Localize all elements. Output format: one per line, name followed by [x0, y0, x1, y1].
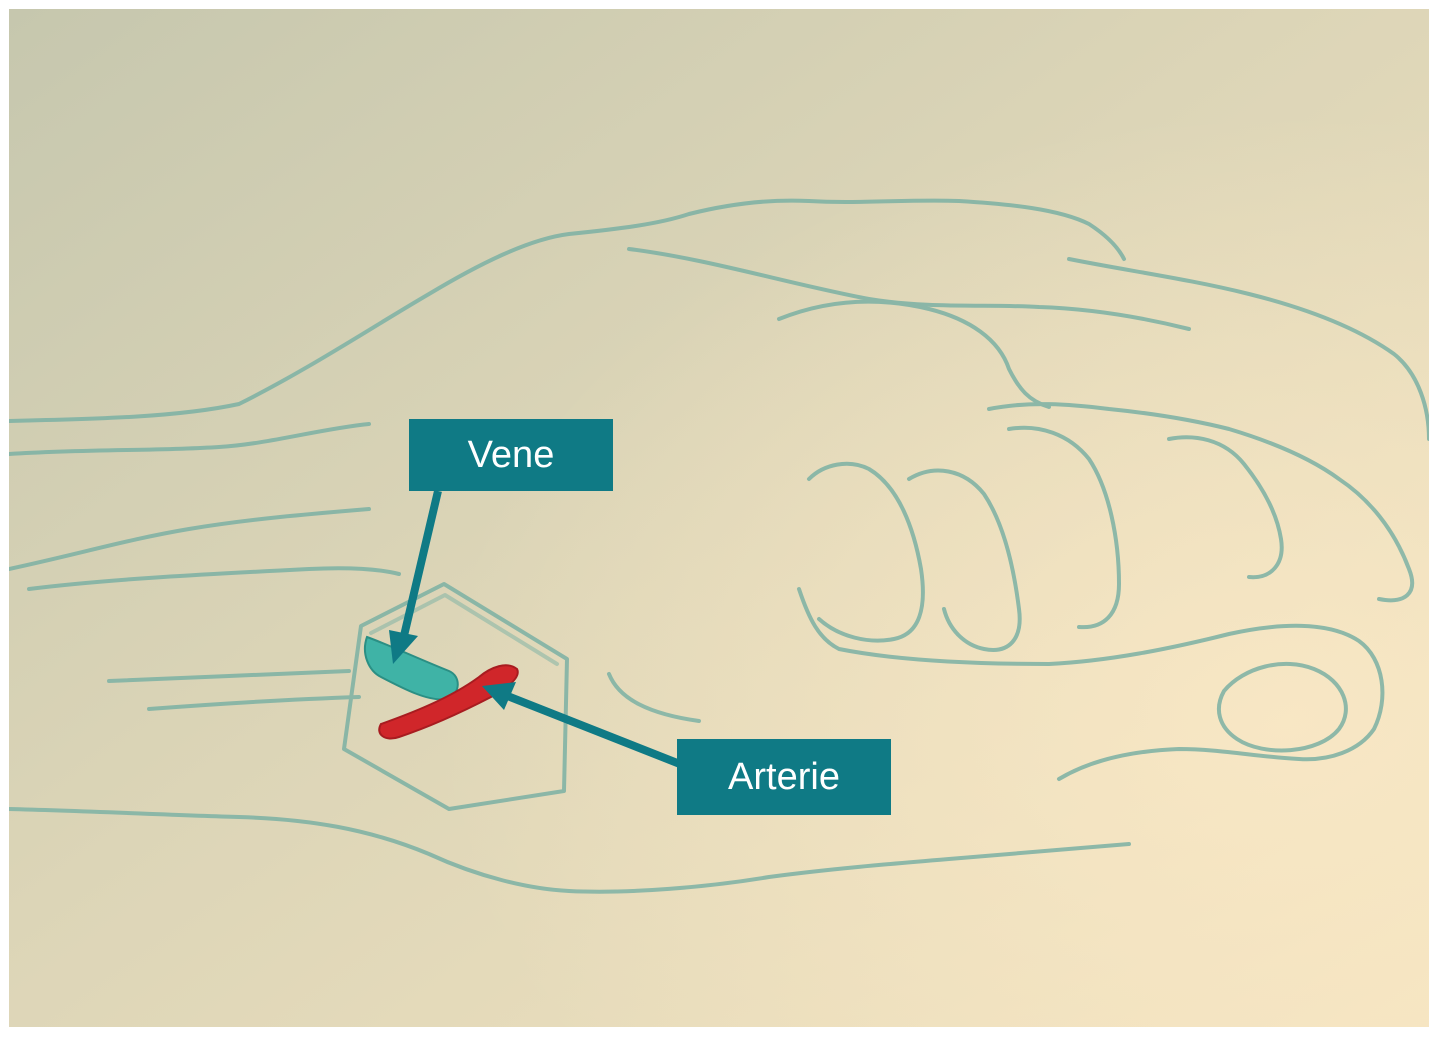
- arrow-down-left-icon: [389, 491, 438, 664]
- vein-callout-label: Vene: [409, 419, 613, 491]
- artery-callout-label: Arterie: [677, 739, 891, 815]
- arrow-up-left-icon: [482, 682, 690, 768]
